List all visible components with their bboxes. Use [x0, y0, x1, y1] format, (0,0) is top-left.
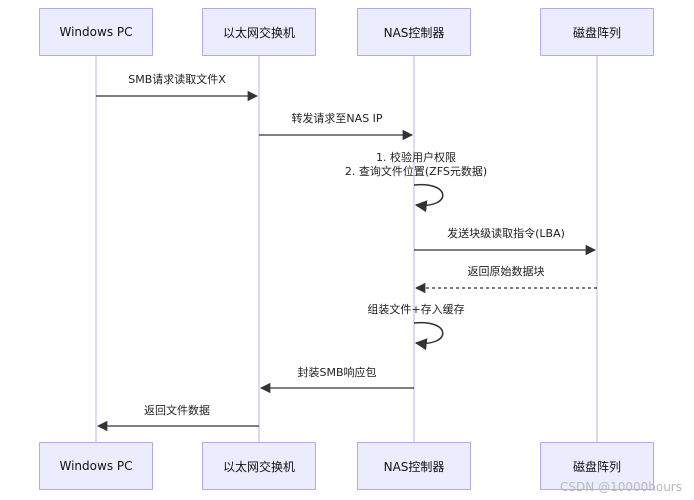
message-label-forward-request: 转发请求至NAS IP	[291, 112, 383, 125]
message-label-return-file: 返回文件数据	[144, 404, 210, 417]
self-message-arrow-2	[413, 183, 444, 213]
actor-bottom-switch: 以太网交换机	[202, 442, 316, 490]
actor-top-switch: 以太网交换机	[202, 8, 316, 56]
message-label-block-read: 发送块级读取指令(LBA)	[447, 227, 565, 240]
actor-bottom-disk-array: 磁盘阵列	[540, 442, 654, 490]
message-label-assemble-cache: 组装文件+存入缓存	[367, 303, 465, 316]
actor-bottom-windows-pc: Windows PC	[39, 442, 153, 490]
message-label-smb-request: SMB请求读取文件X	[128, 73, 226, 86]
actor-top-windows-pc: Windows PC	[39, 8, 153, 56]
message-label-self-check-2: 2. 查询文件位置(ZFS元数据)	[344, 165, 488, 178]
actor-bottom-nas-controller: NAS控制器	[357, 442, 471, 490]
watermark: CSDN @10000hours	[560, 480, 682, 494]
message-label-smb-response: 封装SMB响应包	[297, 366, 377, 379]
actor-top-disk-array: 磁盘阵列	[540, 8, 654, 56]
message-label-return-blocks: 返回原始数据块	[467, 265, 545, 278]
self-message-arrow-5	[413, 321, 444, 351]
message-label-self-check-1: 1. 校验用户权限	[376, 151, 456, 164]
actor-top-nas-controller: NAS控制器	[357, 8, 471, 56]
